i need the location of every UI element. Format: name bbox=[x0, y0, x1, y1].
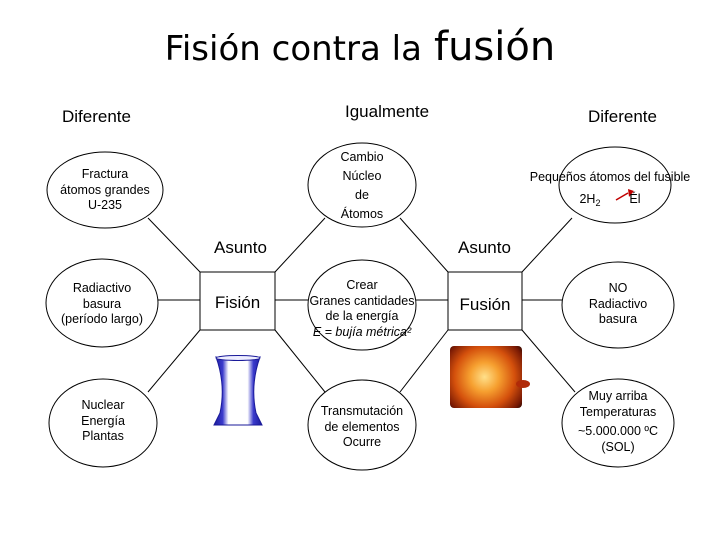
issue-right: Asunto bbox=[458, 238, 511, 257]
page-title: Fisión contra la fusión bbox=[164, 24, 556, 70]
connector-fission-change bbox=[274, 217, 326, 273]
connector-fusion-temp bbox=[521, 329, 576, 393]
ellipse-not-radioactive bbox=[561, 261, 675, 349]
ellipse-nuclear-plants bbox=[48, 378, 158, 468]
arrow-icon bbox=[615, 189, 634, 201]
fusion-box bbox=[447, 271, 523, 331]
change-text: Cambio Núcleo de Átomos bbox=[340, 150, 384, 221]
sun-icon bbox=[450, 346, 530, 408]
ellipse-radioactive bbox=[45, 258, 159, 348]
fission-box bbox=[199, 271, 276, 331]
connector-fusion-small bbox=[521, 217, 573, 273]
ellipse-transmutation bbox=[307, 379, 417, 471]
ellipse-fracture bbox=[46, 151, 164, 229]
ellipse-high-temp bbox=[561, 378, 675, 468]
ellipse-small-atoms bbox=[558, 146, 672, 224]
connector-fission-fracture bbox=[147, 217, 201, 273]
connector-fission-trans bbox=[274, 329, 326, 393]
small-atoms-text: Pequeños átomos del fusible 2H2 Él bbox=[529, 170, 691, 208]
issue-left: Asunto bbox=[214, 238, 267, 257]
header-center: Igualmente bbox=[345, 102, 430, 121]
connector-fusion-change bbox=[399, 217, 449, 273]
header-right: Diferente bbox=[588, 107, 657, 126]
fission-label: Fisión bbox=[214, 293, 261, 312]
ellipse-change bbox=[307, 142, 417, 228]
fusion-label: Fusión bbox=[459, 295, 511, 314]
header-left: Diferente bbox=[62, 107, 131, 126]
connector-fission-plants bbox=[147, 329, 201, 393]
connector-fusion-trans bbox=[399, 329, 449, 393]
cooling-tower-icon bbox=[213, 355, 263, 426]
ellipse-energy bbox=[307, 259, 417, 351]
